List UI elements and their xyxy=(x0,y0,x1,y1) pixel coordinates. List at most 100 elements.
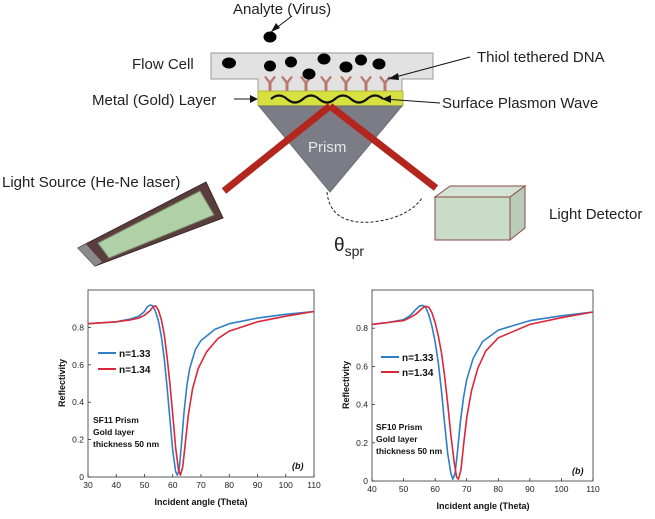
y-tick-label: 0.2 xyxy=(356,438,368,448)
series-line-n134 xyxy=(371,305,594,480)
x-axis-label: Incident angle (Theta) xyxy=(436,501,529,511)
y-tick-label: 0.6 xyxy=(72,360,84,370)
series-line-n134 xyxy=(87,305,315,476)
y-axis-ticks: 0 0.2 0.4 0.6 0.8 xyxy=(72,322,91,482)
y-axis-ticks: 0 0.2 0.4 0.6 0.8 xyxy=(356,323,375,486)
x-tick-label: 110 xyxy=(307,480,321,490)
series-group xyxy=(371,304,594,480)
metal-label: Metal (Gold) Layer xyxy=(92,92,216,109)
receptor xyxy=(379,76,391,91)
laser-window xyxy=(97,190,215,259)
x-tick-label: 60 xyxy=(168,480,178,490)
annotation-line-1: SF11 Prism xyxy=(93,415,139,425)
panel-label: (b) xyxy=(572,466,584,476)
legend-label-1: n=1.33 xyxy=(119,349,151,360)
series-group xyxy=(87,304,315,476)
legend: n=1.33 n=1.34 xyxy=(381,353,434,379)
y-tick-label: 0.4 xyxy=(356,400,368,410)
y-tick-label: 0.8 xyxy=(72,322,84,332)
spw-arrow xyxy=(383,98,441,104)
annotation-line-3: thickness 50 nm xyxy=(93,439,160,449)
legend-label-2: n=1.34 xyxy=(119,365,151,376)
annotation-line-1: SF10 Prism xyxy=(376,422,423,432)
x-tick-label: 100 xyxy=(279,480,293,490)
virus-particle xyxy=(302,68,316,80)
x-tick-label: 50 xyxy=(140,480,150,490)
source-label: Light Source (He-Ne laser) xyxy=(2,174,180,191)
spw-label: Surface Plasmon Wave xyxy=(442,95,598,112)
receptor-group xyxy=(264,76,391,91)
y-tick-label: 0.4 xyxy=(72,397,84,407)
y-axis-label: Reflectivity xyxy=(341,361,351,409)
receptor xyxy=(340,76,352,91)
y-tick-label: 0 xyxy=(79,472,84,482)
x-tick-label: 70 xyxy=(462,484,472,494)
spw-arrowhead xyxy=(382,95,391,103)
virus-particle xyxy=(339,61,353,73)
analyte-group xyxy=(222,31,386,80)
series-line-n133 xyxy=(371,304,594,480)
virus-particle xyxy=(263,31,277,43)
detector-side xyxy=(509,185,526,242)
surface-plasmon-wave xyxy=(270,94,384,104)
chart-annotation: SF10 Prism Gold layer thickness 50 nm xyxy=(376,422,443,456)
plot-frame xyxy=(371,289,594,482)
legend: n=1.33 n=1.34 xyxy=(98,349,151,376)
angle-subscript: spr xyxy=(345,243,365,259)
y-tick-label: 0.6 xyxy=(356,361,368,371)
virus-particle xyxy=(372,58,386,70)
virus-particle xyxy=(317,53,331,65)
receptor xyxy=(281,76,293,91)
detector-front xyxy=(434,196,511,241)
metal-arrowhead xyxy=(250,95,258,103)
x-tick-label: 90 xyxy=(253,480,263,490)
receptor xyxy=(320,76,332,91)
analyte-label: Analyte (Virus) xyxy=(233,1,331,18)
detector-label: Light Detector xyxy=(549,206,642,223)
y-axis-label: Reflectivity xyxy=(57,359,67,407)
panel-label: (b) xyxy=(292,461,304,471)
y-tick-label: 0.8 xyxy=(356,323,368,333)
x-tick-label: 50 xyxy=(399,484,409,494)
x-tick-label: 70 xyxy=(196,480,206,490)
x-tick-label: 80 xyxy=(225,480,235,490)
x-tick-label: 80 xyxy=(494,484,504,494)
chart-sf11: 30 40 50 60 70 80 90 100 110 0 0.2 0.4 0.6 0.8 n=1.3… xyxy=(57,289,321,507)
incident-beam xyxy=(221,103,333,194)
chart-annotation: SF11 Prism Gold layer thickness 50 nm xyxy=(93,415,160,449)
series-line-n133 xyxy=(87,304,315,476)
x-tick-label: 100 xyxy=(554,484,568,494)
flow-cell-label: Flow Cell xyxy=(132,56,194,73)
x-tick-label: 30 xyxy=(83,480,93,490)
x-tick-label: 40 xyxy=(112,480,122,490)
dna-arrowhead xyxy=(388,73,399,80)
x-axis-ticks: 30 40 50 60 70 80 90 100 110 xyxy=(83,474,321,490)
annotation-line-2: Gold layer xyxy=(93,427,135,437)
x-tick-label: 90 xyxy=(525,484,535,494)
laser-end-cap xyxy=(78,244,102,266)
x-tick-label: 40 xyxy=(367,484,377,494)
virus-particle xyxy=(355,54,367,66)
angle-label: θspr xyxy=(334,235,364,259)
y-tick-label: 0.2 xyxy=(72,435,84,445)
legend-label-1: n=1.33 xyxy=(402,353,434,364)
receptor xyxy=(300,76,312,91)
dna-label: Thiol tethered DNA xyxy=(477,49,605,66)
light-detector xyxy=(433,185,527,242)
angle-symbol: θ xyxy=(334,235,345,256)
x-tick-label: 60 xyxy=(430,484,440,494)
virus-particle xyxy=(222,57,236,69)
virus-particle xyxy=(264,60,276,72)
angle-arc xyxy=(326,191,423,223)
virus-particle xyxy=(285,56,297,68)
analyte-arrowhead xyxy=(271,23,280,32)
y-tick-label: 0 xyxy=(363,476,368,486)
receptor xyxy=(264,76,276,91)
x-axis-label: Incident angle (Theta) xyxy=(154,497,247,507)
spr-diagram: Analyte (Virus) Flow Cell Thiol tethered… xyxy=(2,1,642,267)
annotation-line-2: Gold layer xyxy=(376,434,418,444)
legend-label-2: n=1.34 xyxy=(402,368,434,379)
